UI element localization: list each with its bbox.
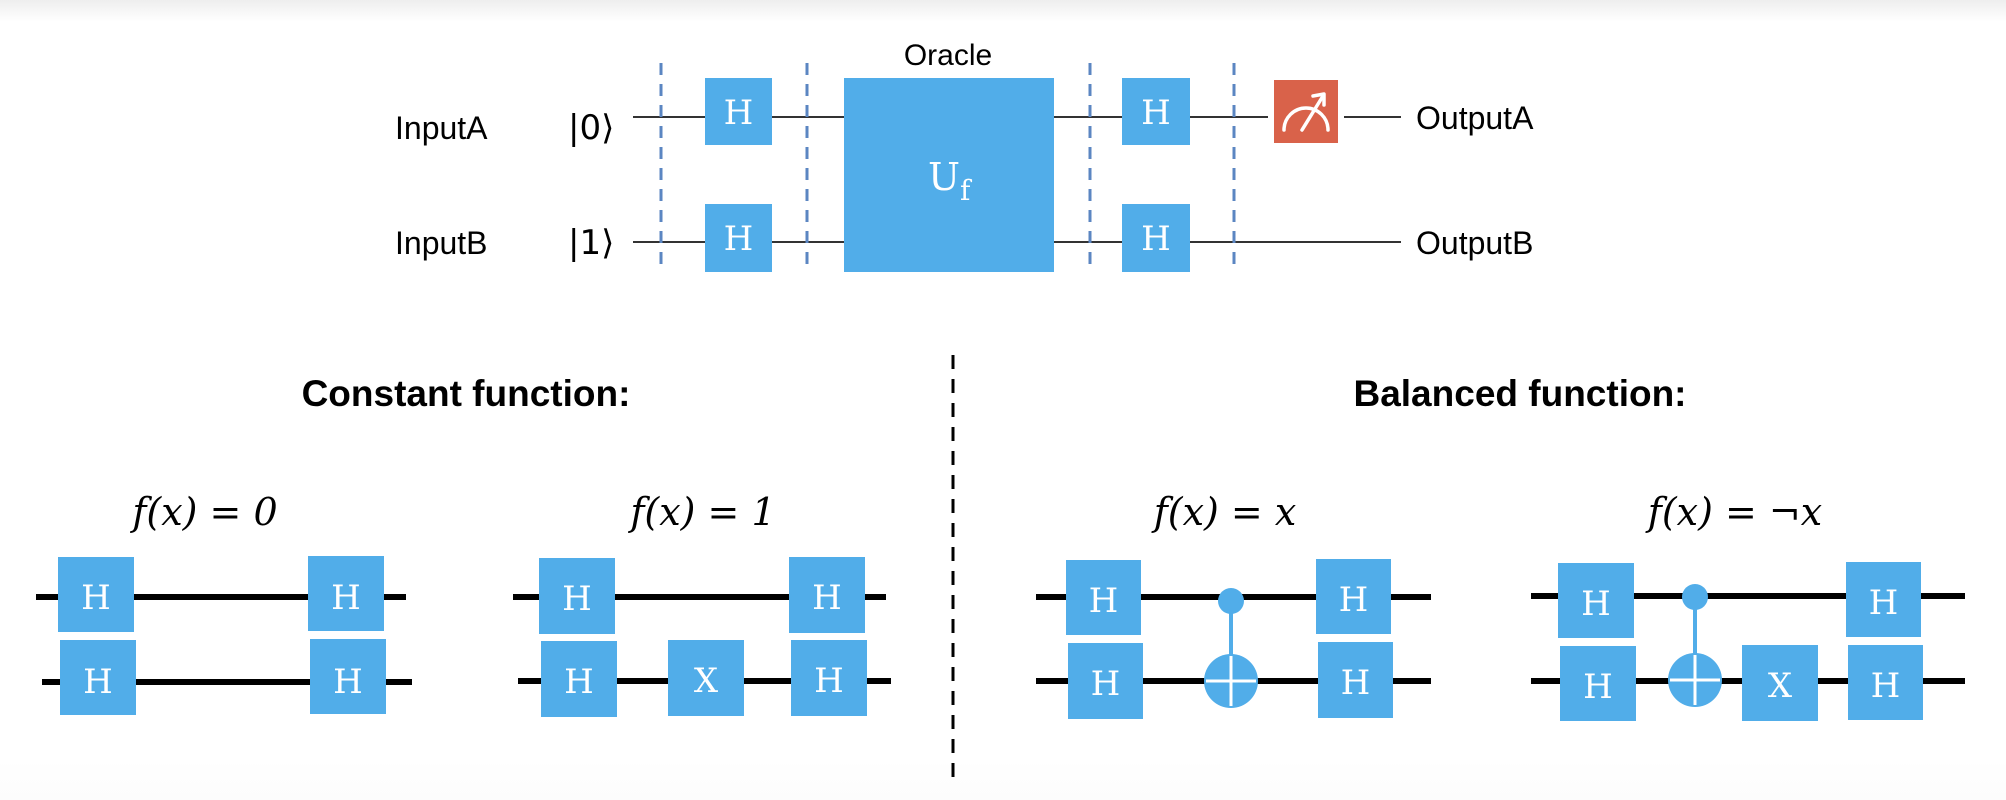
x-gate: X	[668, 640, 744, 716]
h-gate: H	[789, 557, 865, 633]
initial-state-a: |0⟩	[568, 108, 614, 148]
initial-state-b: |1⟩	[568, 223, 614, 263]
gate-label: H	[81, 578, 111, 618]
h-gate: H	[541, 641, 617, 717]
h-gate: H	[1846, 562, 1921, 637]
gate-label: H	[1869, 583, 1899, 623]
h-gate: H	[1558, 563, 1634, 638]
h-gate: H	[308, 556, 384, 631]
control-dot	[1682, 584, 1708, 610]
h-gate: H	[1560, 646, 1636, 721]
h-gate-post-a: H	[1122, 78, 1190, 145]
h-gate: H	[60, 640, 136, 715]
cnot-gate	[1668, 584, 1722, 707]
x-gate: X	[1742, 645, 1818, 721]
gate-label: H	[1141, 219, 1171, 259]
main-circuit: InputA InputB |0⟩ |1⟩ OutputA OutputB H …	[395, 39, 1534, 272]
h-gate-post-b: H	[1122, 204, 1190, 272]
gate-label: H	[1141, 93, 1171, 133]
gate-label: H	[724, 93, 754, 133]
circuit-balanced-negation: f(x) = ¬x H H H X H	[1531, 490, 1965, 721]
h-gate: H	[310, 639, 386, 714]
function-label: f(x) = ¬x	[1645, 490, 1822, 534]
input-a-label: InputA	[395, 110, 488, 146]
gate-label: H	[331, 578, 361, 618]
function-label: f(x) = x	[1151, 490, 1297, 534]
measurement-meter-icon	[1274, 80, 1338, 143]
h-gate: H	[58, 557, 134, 632]
output-a-label: OutputA	[1416, 100, 1534, 136]
cnot-gate	[1204, 588, 1258, 708]
gate-label: X	[694, 661, 719, 701]
gate-label: H	[1581, 584, 1611, 624]
balanced-function-title: Balanced function:	[1353, 373, 1686, 414]
gate-label: H	[1091, 664, 1121, 704]
gate-label: H	[1583, 667, 1613, 707]
gate-label: H	[1341, 663, 1371, 703]
h-gate-pre-b: H	[705, 204, 772, 272]
h-gate: H	[1848, 645, 1923, 720]
gate-label: H	[83, 662, 113, 702]
circuit-constant-one: f(x) = 1 H H H X H	[513, 490, 891, 717]
h-gate: H	[791, 640, 867, 716]
h-gate: H	[539, 558, 615, 634]
gate-label: X	[1768, 666, 1793, 706]
bottom-shadow	[0, 760, 2006, 800]
gate-label: H	[333, 662, 363, 702]
gate-label: H	[562, 579, 592, 619]
gate-label: H	[1089, 581, 1119, 621]
h-gate: H	[1318, 642, 1393, 718]
gate-label: H	[1339, 580, 1369, 620]
function-label: f(x) = 1	[627, 490, 775, 534]
oracle-gate: Uf	[844, 78, 1054, 272]
gate-label: H	[1871, 666, 1901, 706]
function-label: f(x) = 0	[129, 490, 277, 534]
oracle-gate-label: Uf	[928, 155, 973, 207]
input-b-label: InputB	[395, 225, 488, 261]
gate-label: H	[724, 219, 754, 259]
h-gate: H	[1066, 560, 1141, 635]
circuit-constant-zero: f(x) = 0 H H H H	[36, 490, 412, 715]
h-gate: H	[1316, 559, 1391, 634]
control-dot	[1218, 588, 1244, 614]
h-gate: H	[1068, 643, 1143, 719]
gate-label: H	[812, 578, 842, 618]
circuit-balanced-identity: f(x) = x H H H H	[1036, 490, 1431, 719]
constant-function-title: Constant function:	[302, 373, 631, 414]
gate-label: H	[564, 662, 594, 702]
oracle-title: Oracle	[904, 39, 992, 72]
gate-label: H	[814, 661, 844, 701]
output-b-label: OutputB	[1416, 225, 1533, 261]
h-gate-pre-a: H	[705, 78, 772, 145]
top-shadow	[0, 0, 2006, 22]
